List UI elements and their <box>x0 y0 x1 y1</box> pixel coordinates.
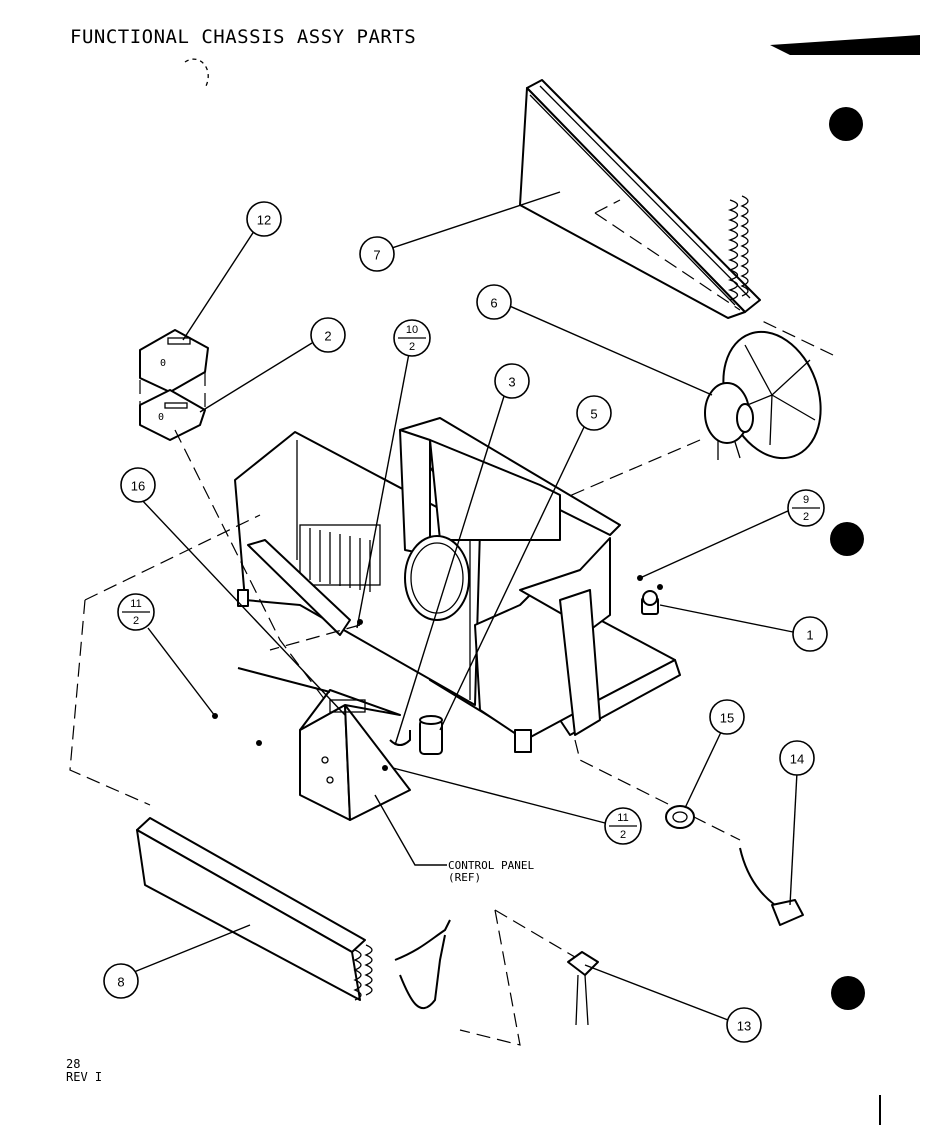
leader-9-2 <box>639 509 791 579</box>
leader-15 <box>684 729 723 809</box>
callout-11-2b: 11 2 <box>604 807 642 845</box>
assembly-guide-2 <box>69 599 151 806</box>
thermostat: 0 <box>139 389 206 441</box>
selector-switch: 0 <box>139 329 209 393</box>
fan-motor-with-blade <box>704 330 822 460</box>
gasket-ring <box>665 805 695 829</box>
condenser-guide-line <box>594 199 621 214</box>
svg-text:16: 16 <box>131 479 145 494</box>
svg-text:5: 5 <box>590 407 597 422</box>
svg-text:0: 0 <box>160 358 166 369</box>
fan-guide-line <box>759 319 834 356</box>
leader-1 <box>659 604 794 633</box>
leader-11-2b <box>392 767 606 824</box>
leader-16 <box>139 497 346 716</box>
leader-12 <box>182 221 261 341</box>
title-mark <box>184 58 209 89</box>
callout-14: 14 <box>779 740 815 776</box>
svg-text:0: 0 <box>158 412 164 423</box>
callout-5: 5 <box>576 395 612 431</box>
callout-7: 7 <box>359 236 395 272</box>
leader-14 <box>789 771 798 906</box>
leader-8 <box>133 924 251 973</box>
assembly-guide-4 <box>269 624 361 651</box>
chassis-base-pan <box>234 417 681 753</box>
svg-text:13: 13 <box>737 1019 751 1034</box>
page-number: 28 <box>66 1057 80 1071</box>
leader-5 <box>439 424 586 731</box>
svg-text:2: 2 <box>803 511 809 523</box>
binder-hole-bottom <box>831 976 865 1010</box>
svg-text:10: 10 <box>406 324 418 336</box>
svg-text:9: 9 <box>803 494 809 506</box>
assembly-guide-7 <box>494 909 581 961</box>
screw-right-2 <box>657 584 663 590</box>
binder-hole-top <box>829 107 863 141</box>
callout-9-2: 9 2 <box>787 489 825 527</box>
svg-text:2: 2 <box>409 341 415 353</box>
callout-8: 8 <box>103 963 139 999</box>
callout-11-2a: 11 2 <box>117 593 155 631</box>
leader-11-2a <box>147 627 216 717</box>
svg-text:11: 11 <box>617 812 628 824</box>
overload-bracket <box>641 590 659 615</box>
control-panel-ref-note: (REF) <box>448 871 481 884</box>
svg-text:2: 2 <box>620 829 626 841</box>
svg-text:12: 12 <box>257 213 271 228</box>
revision-label: REV I <box>66 1070 102 1084</box>
evaporator-coil <box>136 817 451 1009</box>
svg-text:3: 3 <box>508 375 515 390</box>
svg-text:14: 14 <box>790 752 804 767</box>
capacitor <box>419 715 443 755</box>
scan-smudge <box>770 35 920 55</box>
leader-6 <box>504 303 713 396</box>
callout-6: 6 <box>476 284 512 320</box>
svg-text:11: 11 <box>130 598 141 610</box>
screw-control <box>382 765 388 771</box>
control-panel-ref-label: CONTROL PANEL <box>448 859 534 872</box>
control-box <box>299 689 411 821</box>
heater-connector <box>567 951 599 1026</box>
assembly-guide-5 <box>574 739 741 841</box>
svg-text:1: 1 <box>806 628 813 643</box>
screw-lower <box>256 740 262 746</box>
callout-2: 2 <box>310 317 346 353</box>
heater-rod <box>237 667 331 693</box>
svg-text:7: 7 <box>373 248 380 263</box>
assembly-guide-6 <box>459 909 521 1046</box>
leader-2 <box>199 342 313 413</box>
svg-text:2: 2 <box>133 615 139 627</box>
capacitor-clip <box>389 730 411 746</box>
callout-10-2: 10 2 <box>393 319 431 357</box>
leader-7 <box>379 191 561 253</box>
leader-control-panel <box>374 794 447 866</box>
leader-13 <box>584 964 729 1021</box>
leader-3 <box>394 392 506 746</box>
leader-10-2 <box>356 347 411 629</box>
assembly-guide-1 <box>84 514 261 601</box>
fan-guide-line-2 <box>559 439 701 501</box>
callout-13: 13 <box>726 1007 762 1043</box>
callout-15: 15 <box>709 699 745 735</box>
diagram-title: FUNCTIONAL CHASSIS ASSY PARTS <box>70 26 416 48</box>
svg-text:2: 2 <box>324 329 331 344</box>
power-cord <box>739 847 804 926</box>
assembly-guide-3 <box>174 429 326 701</box>
callout-12: 12 <box>246 201 282 237</box>
condenser-guide-line-2 <box>594 212 741 311</box>
svg-text:15: 15 <box>720 711 734 726</box>
binder-hole-middle <box>830 522 864 556</box>
callout-3: 3 <box>494 363 530 399</box>
svg-text:6: 6 <box>490 296 497 311</box>
condenser-coil <box>519 79 761 319</box>
svg-text:8: 8 <box>117 975 124 990</box>
callout-16: 16 <box>120 467 156 503</box>
callout-1: 1 <box>792 616 828 652</box>
